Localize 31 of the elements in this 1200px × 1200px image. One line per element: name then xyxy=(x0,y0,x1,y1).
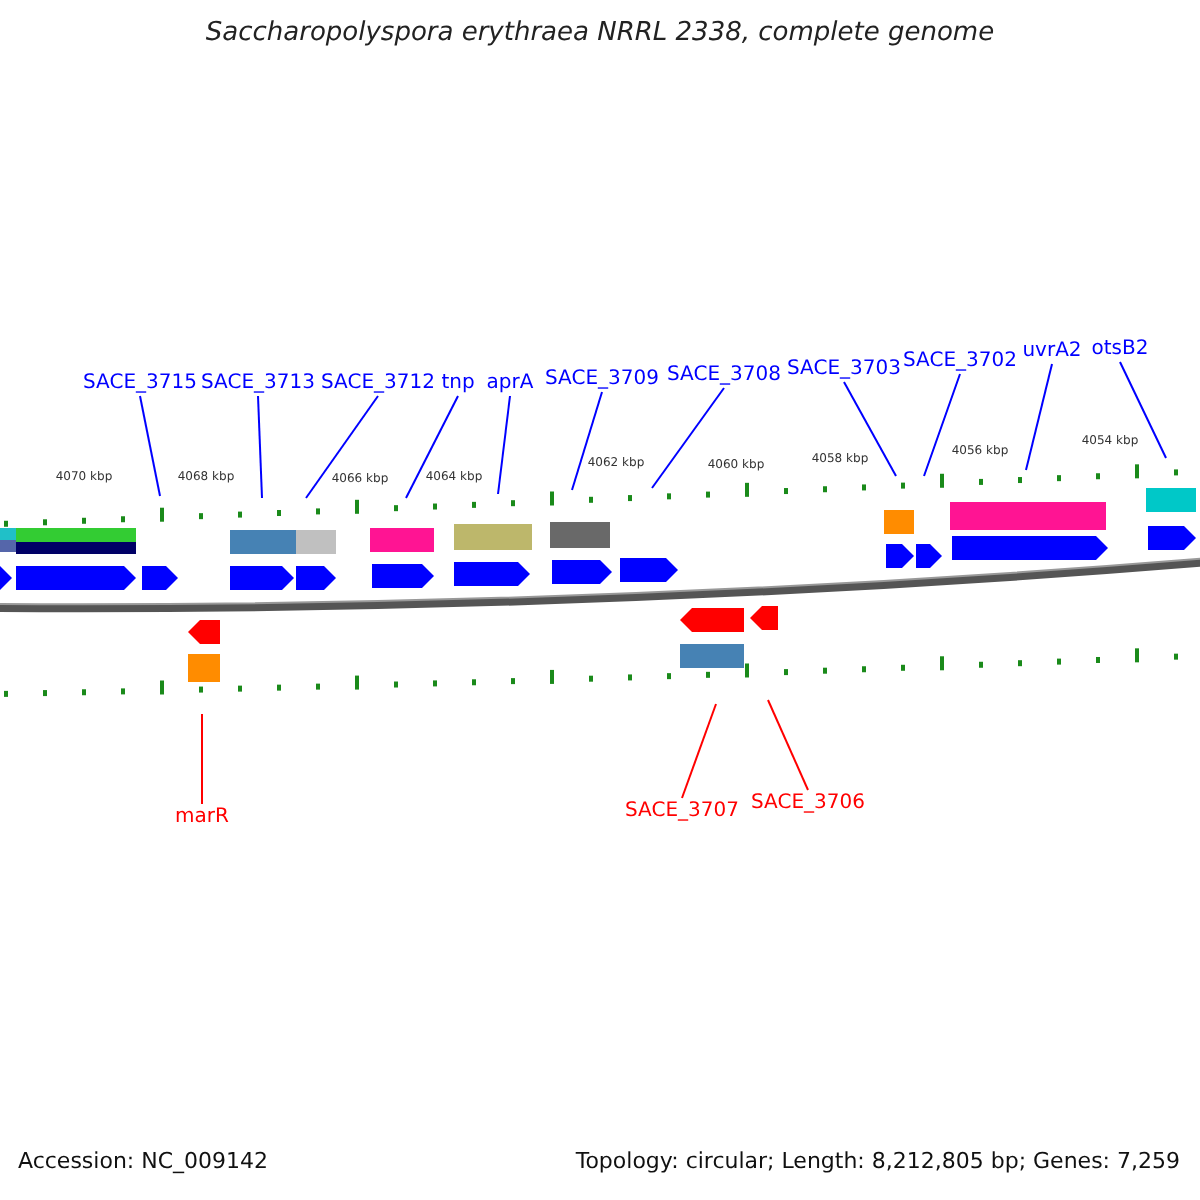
gene-label: marR xyxy=(175,806,229,830)
gene-label: otsB2 xyxy=(1091,338,1149,362)
leader-line xyxy=(571,391,603,491)
gene-label: SACE_3706 xyxy=(751,792,865,816)
gene-label: SACE_3712 xyxy=(321,372,435,396)
leader-line xyxy=(1025,363,1053,471)
title: Saccharopolyspora erythraea NRRL 2338, complete genome xyxy=(203,18,997,48)
gene-label: SACE_3715 xyxy=(83,372,197,396)
gene-label: uvrA2 xyxy=(1022,340,1082,364)
leader-line xyxy=(651,387,725,489)
gene-label: SACE_3713 xyxy=(201,372,315,396)
gene-label: SACE_3703 xyxy=(787,358,901,382)
genome-summary-text: Topology: circular; Length: 8,212,805 bp; Genes: 7,259 xyxy=(575,1148,1180,1176)
gene-label: aprA xyxy=(486,372,534,396)
leader-line xyxy=(405,395,459,499)
leader-line xyxy=(681,703,717,799)
leader-line xyxy=(305,395,379,499)
accession-text: Accession: NC_009142 xyxy=(18,1148,269,1176)
gene-label: SACE_3709 xyxy=(545,368,659,392)
leader-line xyxy=(497,395,511,495)
leader-line xyxy=(843,381,897,477)
leader-line xyxy=(1119,361,1167,459)
gene-label: SACE_3707 xyxy=(625,800,739,824)
leader-line xyxy=(257,395,263,499)
gene-label: SACE_3708 xyxy=(667,364,781,388)
leader-line xyxy=(767,699,809,791)
leader-line xyxy=(923,373,961,477)
leader-line xyxy=(201,713,203,805)
gene-label: SACE_3702 xyxy=(903,350,1017,374)
leader-line xyxy=(139,395,161,497)
gene-label: tnp xyxy=(441,372,475,396)
